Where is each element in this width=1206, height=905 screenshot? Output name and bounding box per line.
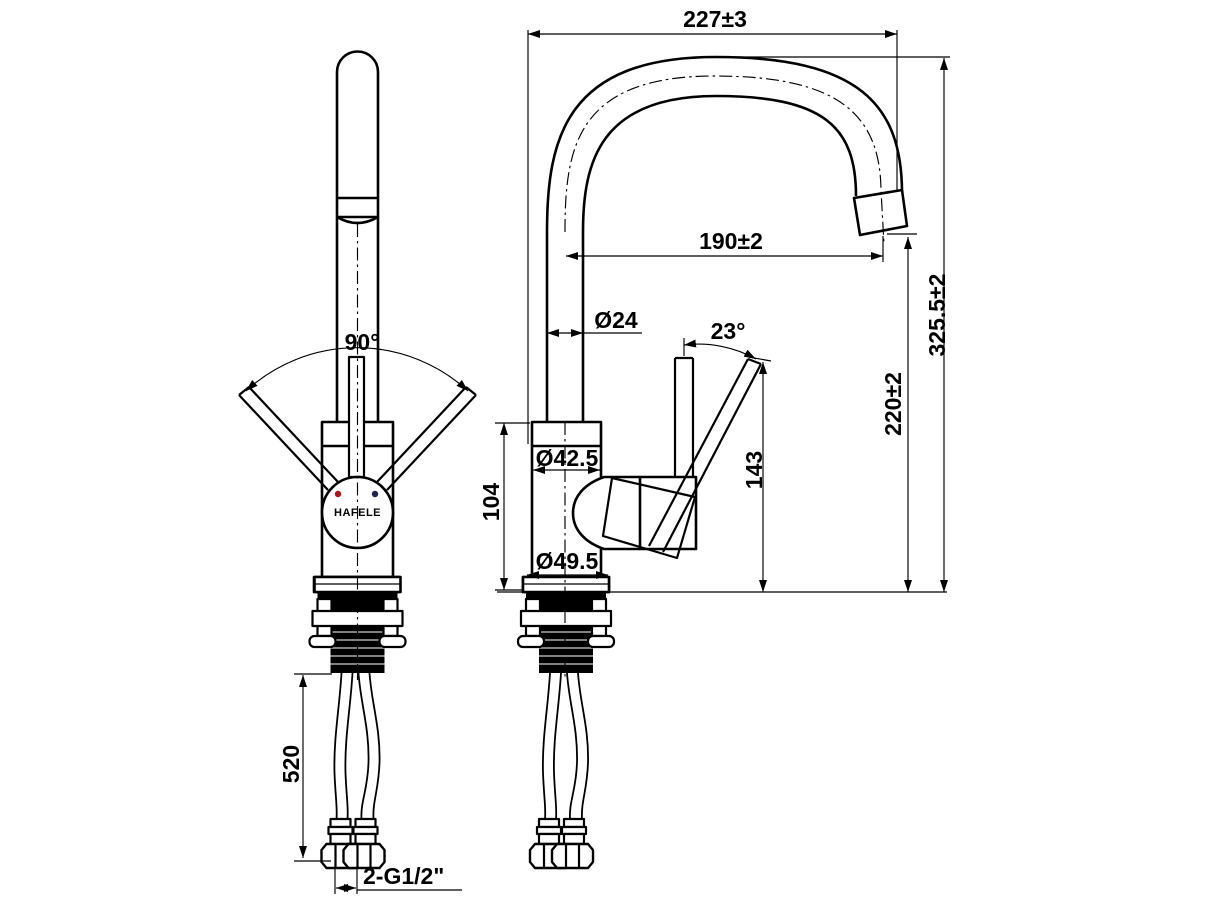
hot-indicator-dot	[334, 490, 342, 498]
dim-hose-length: 520	[278, 673, 332, 862]
dim-lever-height: 143	[741, 362, 767, 592]
dim-body-diameter: Ø42.5	[533, 445, 600, 474]
dimension-annotations: 227±3 190±2 Ø24 23° 325.5±2	[278, 6, 950, 894]
spout-centerline	[564, 75, 885, 245]
lever-side	[648, 357, 762, 553]
dim-outlet-height: 220±2	[880, 233, 917, 592]
dim-total-projection: 227±3	[527, 6, 898, 444]
dim-body-diameter-label: Ø42.5	[536, 445, 599, 471]
dim-spout-reach: 190±2	[566, 228, 884, 262]
dim-total-height: 325.5±2	[719, 56, 950, 592]
dim-base-diameter: Ø49.5	[527, 548, 608, 579]
dim-lever-angle-label: 23°	[711, 318, 746, 344]
spout-outlet-front	[336, 196, 379, 225]
dim-swivel-angle-label: 90°	[345, 329, 380, 355]
aerator-tip	[852, 188, 909, 237]
dim-body-height-label: 104	[478, 483, 504, 522]
dim-body-height: 104	[478, 422, 530, 591]
side-view	[497, 55, 947, 870]
dim-total-height-label: 325.5±2	[924, 274, 950, 357]
cartridge-housing	[571, 475, 698, 560]
dim-base-diameter-label: Ø49.5	[536, 548, 599, 574]
spout-front	[335, 50, 380, 422]
dim-hose-length-label: 520	[278, 745, 304, 783]
dim-spout-tube-label: Ø24	[594, 307, 638, 333]
dim-connection-thread-label: 2-G1/2"	[363, 863, 444, 889]
dim-spout-tube-diameter: Ø24	[547, 307, 642, 337]
spout-arc	[545, 55, 904, 233]
dim-total-projection-label: 227±3	[683, 6, 747, 32]
dim-outlet-height-label: 220±2	[880, 372, 906, 436]
dim-lever-height-label: 143	[741, 451, 767, 489]
riser-tube	[545, 232, 585, 422]
dim-lever-angle: 23°	[683, 318, 772, 362]
lever-front	[347, 355, 366, 479]
front-view: HAFELE	[238, 50, 477, 870]
cold-indicator-dot	[371, 490, 379, 498]
dim-connection-thread: 2-G1/2"	[334, 863, 462, 894]
swivel-fan	[238, 347, 477, 491]
dim-spout-reach-label: 190±2	[699, 228, 763, 254]
